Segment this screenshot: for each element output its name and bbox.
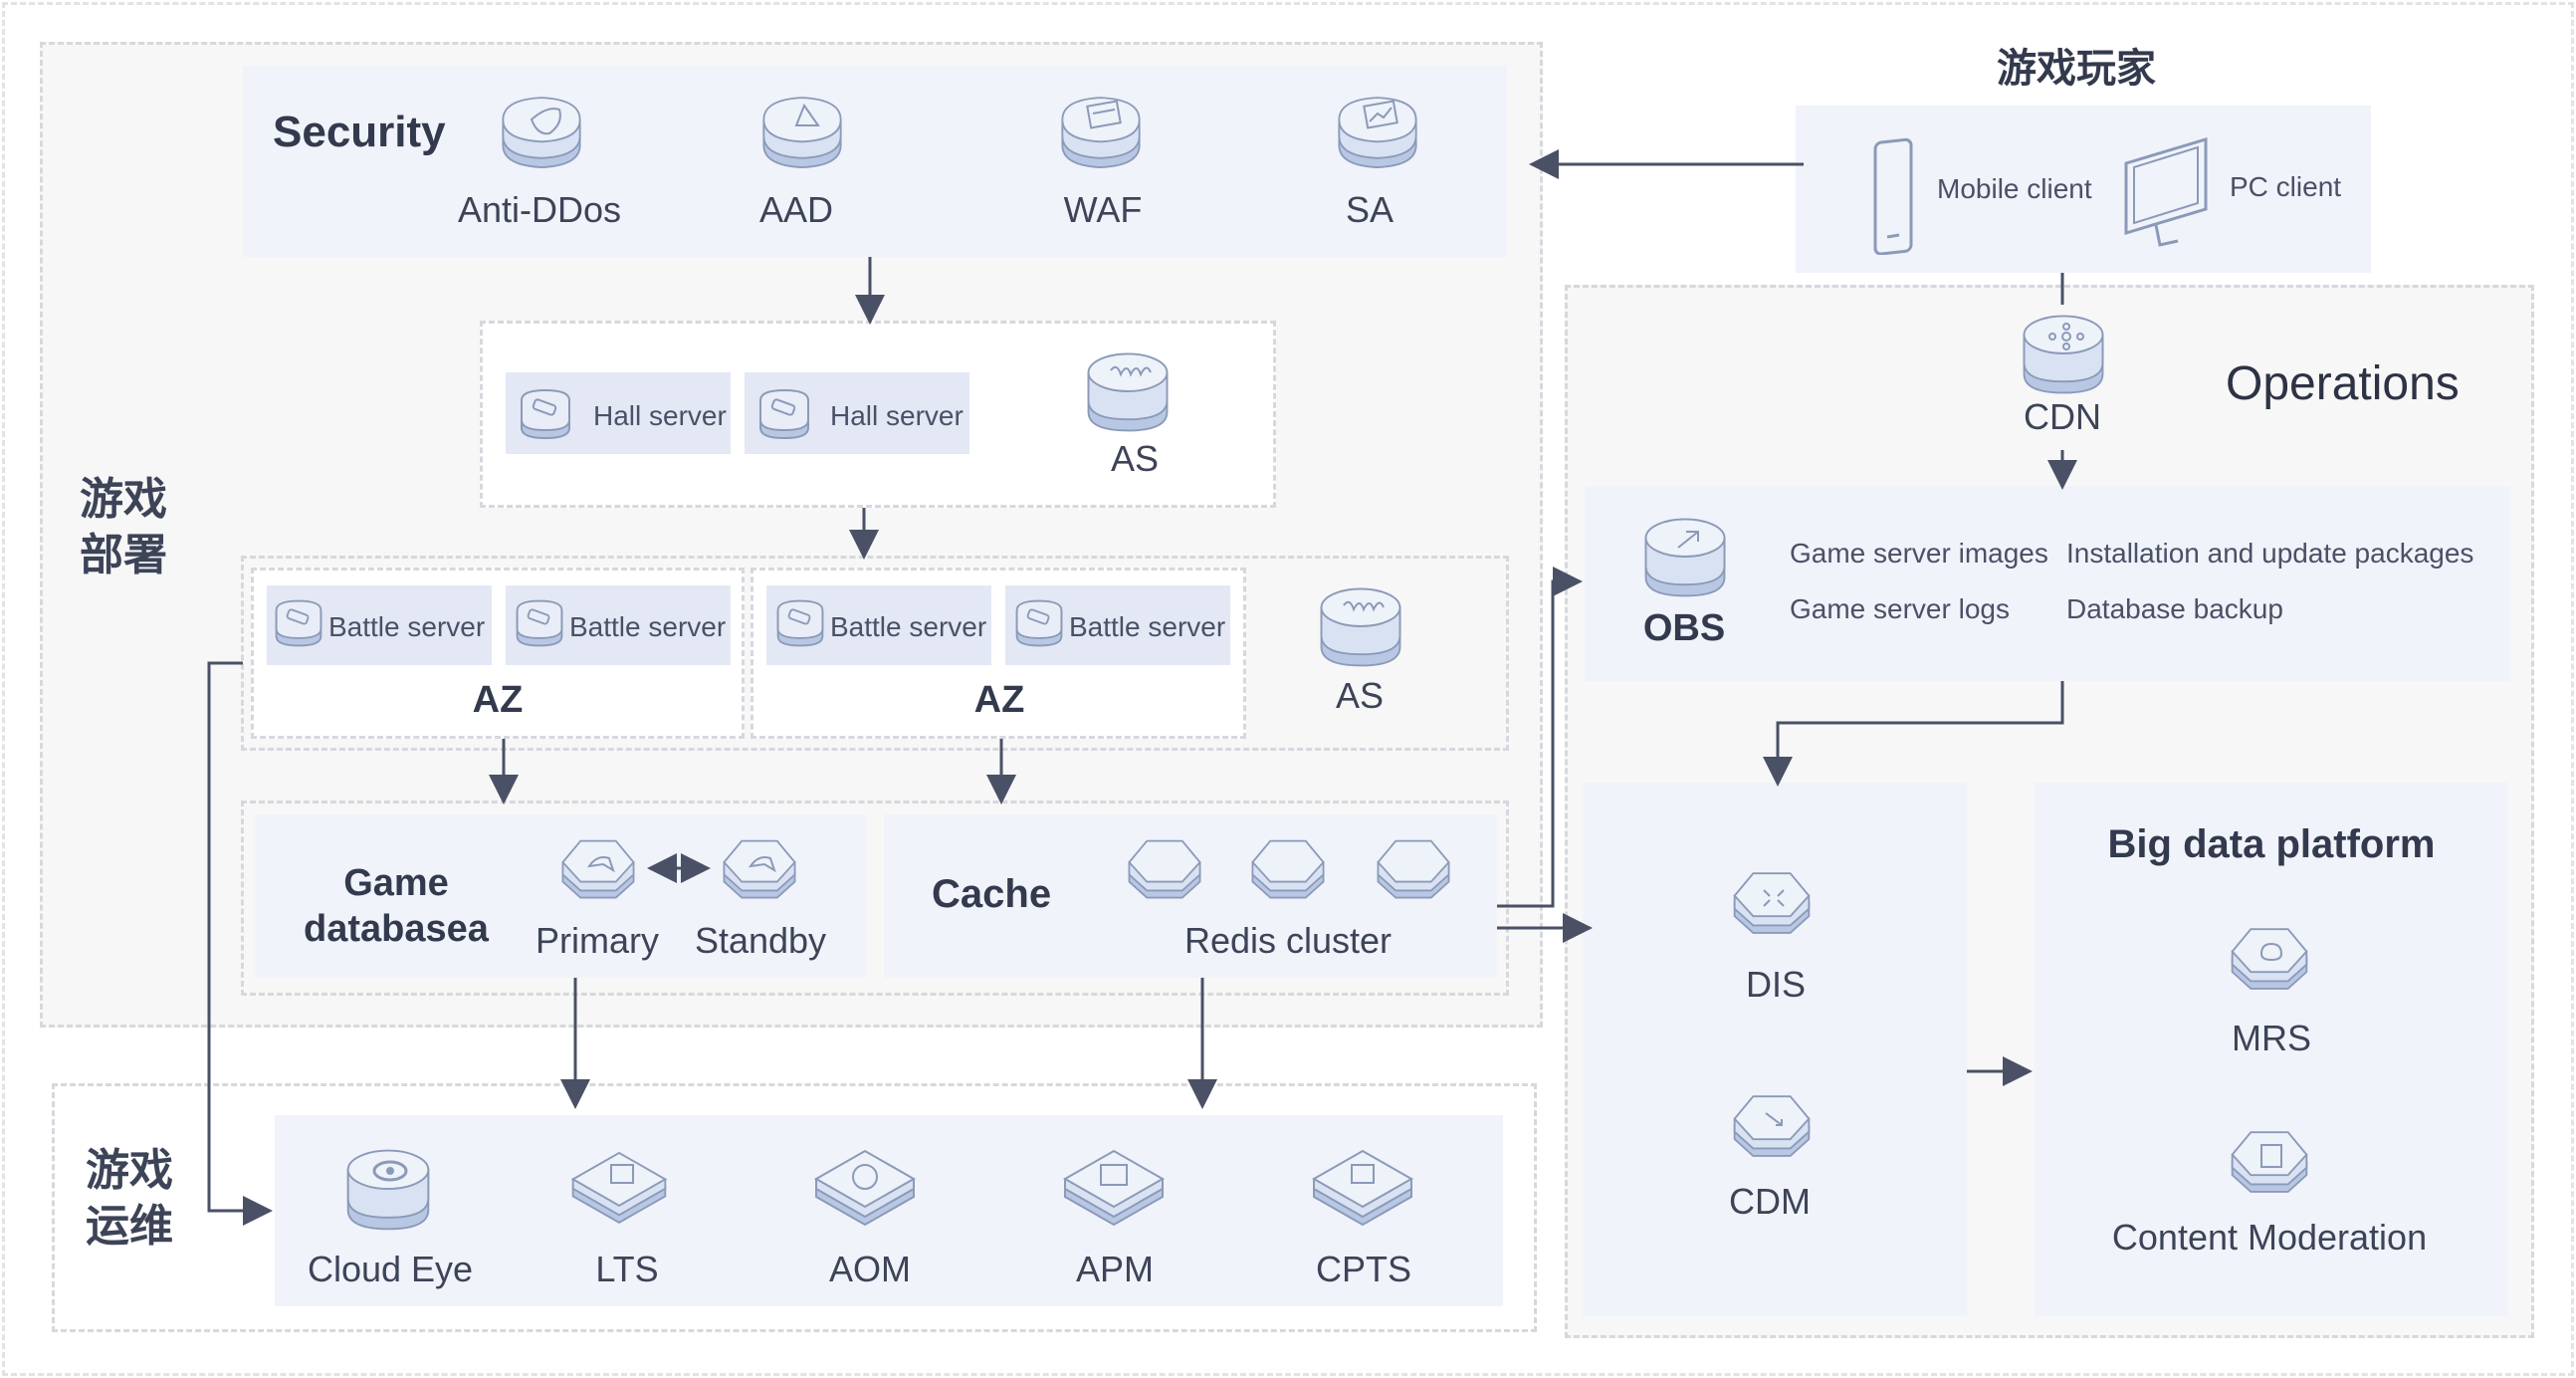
security-panel xyxy=(243,66,1507,257)
mobile-client-label: Mobile client xyxy=(1937,173,2092,204)
mobile-icon xyxy=(1873,137,1913,255)
hall-server-icon-1 xyxy=(516,384,575,444)
mrs-icon xyxy=(2222,918,2317,1002)
cdm-icon xyxy=(1724,1085,1820,1169)
anti-ddos-icon xyxy=(496,88,587,179)
battle-server-icon-2 xyxy=(512,595,567,651)
redis-icon-2 xyxy=(1242,830,1334,910)
primary-label: Primary xyxy=(536,920,659,961)
security-title: Security xyxy=(273,108,446,156)
deploy-label: 游戏 部署 xyxy=(80,475,167,579)
battle-server-label-2: Battle server xyxy=(569,611,727,642)
ops-maint-label: 游戏 运维 xyxy=(86,1146,173,1251)
player-panel xyxy=(1796,106,2371,273)
sa-label: SA xyxy=(1345,189,1395,230)
aad-label: AAD xyxy=(758,189,834,230)
anti-ddos-label: Anti-DDos xyxy=(457,189,622,230)
content-moderation-icon xyxy=(2222,1121,2317,1205)
cdn-label: CDN xyxy=(2024,396,2101,437)
hall-server-label-1: Hall server xyxy=(593,400,727,431)
standby-label: Standby xyxy=(694,920,827,961)
waf-label: WAF xyxy=(1063,189,1143,230)
az-label-2: AZ xyxy=(973,679,1025,721)
sa-icon xyxy=(1332,88,1423,179)
hall-server-icon-2 xyxy=(754,384,814,444)
as-icon-battle xyxy=(1314,579,1407,673)
as-label-hall: AS xyxy=(1110,438,1160,479)
cloud-eye-label: Cloud Eye xyxy=(307,1249,474,1289)
bigdata-title: Big data platform xyxy=(2107,822,2436,866)
lts-label: LTS xyxy=(595,1249,659,1289)
player-title: 游戏玩家 xyxy=(1997,47,2156,91)
hall-server-label-2: Hall server xyxy=(830,400,964,431)
as-icon-hall xyxy=(1081,344,1175,438)
dis-cdm-panel xyxy=(1583,783,1967,1316)
redis-icon-1 xyxy=(1119,830,1210,910)
lts-icon xyxy=(567,1141,671,1231)
obs-item-images: Game server images xyxy=(1790,538,2048,569)
obs-icon xyxy=(1638,510,1732,603)
pc-client-label: PC client xyxy=(2230,171,2342,202)
pc-icon xyxy=(2124,136,2208,247)
database-title: Game databasea xyxy=(304,862,489,950)
battle-server-icon-1 xyxy=(271,595,326,651)
apm-label: APM xyxy=(1075,1249,1155,1289)
as-label-battle: AS xyxy=(1335,675,1385,716)
aad-icon xyxy=(756,88,848,179)
az-label-1: AZ xyxy=(472,679,524,721)
battle-server-icon-3 xyxy=(772,595,828,651)
aom-label: AOM xyxy=(828,1249,912,1289)
primary-db-icon xyxy=(553,830,643,910)
redis-icon-3 xyxy=(1368,830,1459,910)
battle-server-icon-4 xyxy=(1011,595,1067,651)
mrs-label: MRS xyxy=(2232,1018,2311,1058)
redis-cluster-label: Redis cluster xyxy=(1183,920,1393,961)
apm-icon xyxy=(1059,1141,1169,1231)
standby-db-icon xyxy=(715,830,804,910)
dis-icon xyxy=(1724,862,1820,946)
cdm-label: CDM xyxy=(1729,1181,1811,1222)
waf-icon xyxy=(1055,88,1147,179)
dis-label: DIS xyxy=(1745,964,1807,1005)
cache-title: Cache xyxy=(932,872,1052,916)
obs-panel xyxy=(1585,486,2510,681)
ops-maint-region xyxy=(52,1083,1537,1332)
content-moderation-label: Content Moderation xyxy=(2111,1217,2428,1258)
obs-item-packages: Installation and update packages xyxy=(2066,538,2474,569)
bigdata-panel xyxy=(2035,783,2508,1316)
operations-title: Operations xyxy=(2226,357,2460,410)
cdn-icon xyxy=(2017,307,2110,400)
cpts-icon xyxy=(1308,1141,1417,1231)
obs-item-backup: Database backup xyxy=(2066,593,2283,624)
battle-server-label-4: Battle server xyxy=(1069,611,1226,642)
cpts-label: CPTS xyxy=(1315,1249,1412,1289)
battle-server-label-1: Battle server xyxy=(328,611,486,642)
cloud-eye-icon xyxy=(340,1141,436,1237)
aom-icon xyxy=(810,1141,920,1231)
obs-item-logs: Game server logs xyxy=(1790,593,2010,624)
obs-title: OBS xyxy=(1642,607,1726,649)
battle-server-label-3: Battle server xyxy=(830,611,987,642)
